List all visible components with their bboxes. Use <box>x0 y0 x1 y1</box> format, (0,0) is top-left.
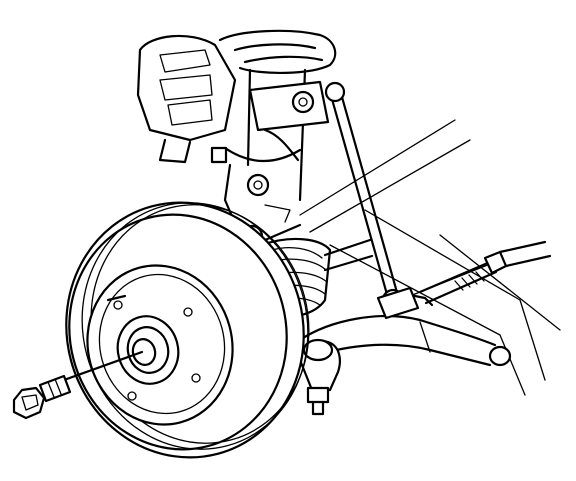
stabilizer-link <box>324 81 420 320</box>
lower-control-arm <box>298 314 512 367</box>
tie-rod-end <box>298 338 341 416</box>
strut-assembly <box>218 29 337 248</box>
brake-caliper <box>136 34 237 164</box>
wheel-hub <box>86 264 234 426</box>
axle-bolt <box>12 350 144 420</box>
steering-rack <box>393 240 552 307</box>
